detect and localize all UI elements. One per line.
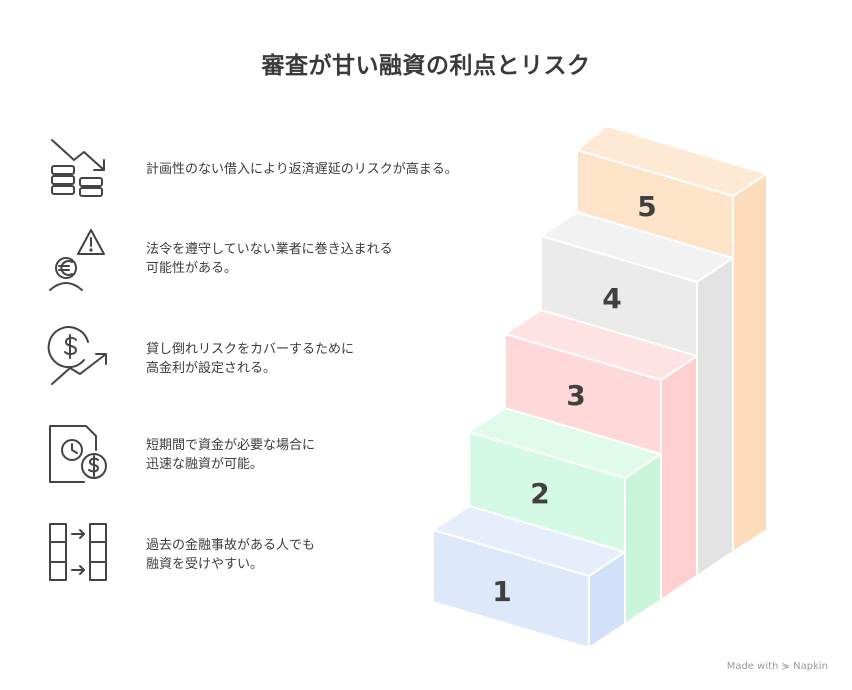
step-2-label: 2 xyxy=(530,477,549,510)
step-2-side xyxy=(624,453,662,625)
step-1-front xyxy=(432,529,590,649)
item-text-3: 貸し倒れリスクをカバーするために 高金利が設定される。 xyxy=(146,342,355,376)
declining-coins-icon xyxy=(51,139,105,197)
step-3-side xyxy=(660,355,698,601)
step-1-label: 1 xyxy=(492,575,511,608)
dollar-rising-trend-icon xyxy=(47,326,107,385)
step-5-label: 5 xyxy=(637,190,656,223)
step-1 xyxy=(432,505,626,649)
step-5-side xyxy=(732,173,768,553)
step-4-side xyxy=(696,257,734,577)
item-text-2: 法令を遵守していない業者に巻き込まれる 可能性がある。 xyxy=(146,242,393,276)
clock-money-document-icon xyxy=(49,425,107,483)
step-3-label: 3 xyxy=(566,379,585,412)
made-with-napkin-credit[interactable]: Made with ⋟ Napkin xyxy=(726,661,828,672)
item-text-5: 過去の金融事故がある人でも 融資を受けやすい。 xyxy=(146,538,316,572)
item-text-4: 短期間で資金が必要な場合に 迅速な融資が可能。 xyxy=(146,438,316,472)
napkin-logo-icon: ⋟ xyxy=(781,661,790,672)
page-title: 審査が甘い融資の利点とリスク xyxy=(261,53,591,79)
grid-transfer-arrows-icon xyxy=(49,523,107,581)
step-4-label: 4 xyxy=(602,282,621,315)
item-text-1: 計画性のない借入により返済遅延のリスクが高まる。 xyxy=(146,162,458,177)
euro-person-warning-icon xyxy=(49,229,105,291)
